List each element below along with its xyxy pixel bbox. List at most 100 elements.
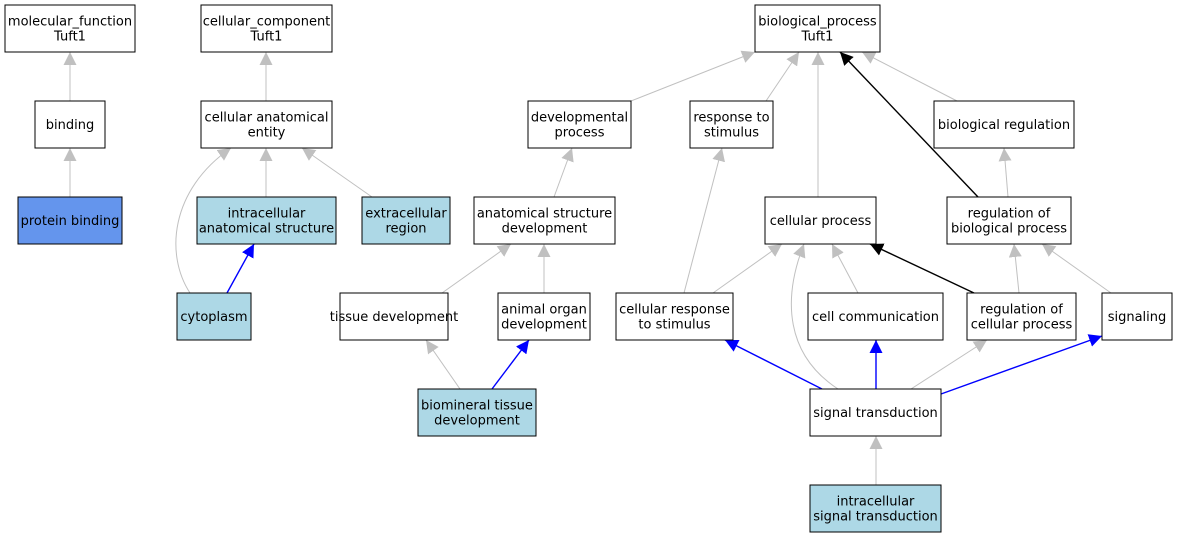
node-cellular-anatomical-entity-label-line: cellular anatomical [205,111,329,126]
edge-biomin-to-organ [491,339,530,390]
node-cellular-anatomical-entity-box [200,100,333,149]
nodes-layer: molecular_functionTuft1cellular_componen… [4,4,1173,533]
edge-cyto-to-ias [226,243,255,294]
node-binding[interactable]: binding [34,100,106,149]
edge-tissue-to-asd [441,243,512,294]
node-intracellular-anatomical-structure-label-line: anatomical structure [199,222,334,237]
node-cellular-response-to-stimulus-box [615,292,734,341]
node-signaling[interactable]: signaling [1101,292,1173,341]
node-developmental-process-label-line: process [555,126,605,141]
node-intracellular-anatomical-structure-box [196,196,337,245]
node-tissue-development-box [339,292,449,341]
node-regulation-of-cellular-process-label-line: regulation of [980,303,1063,318]
edge-resp-to-bp [765,51,800,102]
node-cytoplasm[interactable]: cytoplasm [176,292,252,341]
node-developmental-process-box [527,100,632,149]
node-molecular-function-box [4,4,136,53]
edge-biomin-to-tissue [425,339,461,390]
node-cell-communication[interactable]: cell communication [807,292,944,341]
edge-regcell-to-cellproc [869,243,975,294]
edge-cellresp-to-resp [683,147,725,294]
node-intracellular-anatomical-structure-label-line: intracellular [228,207,306,222]
node-cellular-component-box [200,4,333,53]
node-regulation-of-biological-process-label-line: biological process [951,222,1067,237]
edge-cellcomm-to-cellproc [831,243,859,294]
node-binding-label-line: binding [46,118,94,133]
node-extracellular-region-label-line: extracellular [365,207,447,222]
edge-cellresp-to-cellproc [712,243,783,294]
node-cellular-anatomical-entity-label-line: entity [248,126,286,141]
node-biological-process-box [754,4,881,53]
node-cellular-response-to-stimulus-label-line: to stimulus [638,318,710,333]
node-intracellular-signal-transduction-box [809,484,942,533]
node-intracellular-signal-transduction-label-line: intracellular [837,495,915,510]
node-biological-process-label-line: biological_process [758,15,877,30]
edge-devproc-to-bp [630,50,756,102]
node-protein-binding-label-line: protein binding [21,214,120,229]
node-signal-transduction-label-line: signal transduction [813,406,938,421]
node-anatomical-structure-development-box [473,196,616,245]
node-binding-box [34,100,106,149]
node-cell-communication-label-line: cell communication [812,310,939,325]
node-signaling-box [1101,292,1173,341]
node-biological-regulation[interactable]: biological regulation [933,100,1075,149]
edge-regbio-to-bioreg [998,147,1012,198]
edge-extra-to-cae [301,147,373,198]
node-response-to-stimulus-label-line: response to [693,111,769,126]
node-protein-binding-box [17,196,123,245]
node-intracellular-signal-transduction-label-line: signal transduction [813,510,938,525]
node-regulation-of-cellular-process-label-line: cellular process [971,318,1073,333]
node-extracellular-region-box [361,196,451,245]
node-biological-regulation-label-line: biological regulation [938,118,1070,133]
node-biomineral-tissue-development-box [417,388,537,437]
node-cellular-process[interactable]: cellular process [764,196,877,245]
node-cellular-process-box [764,196,877,245]
node-regulation-of-biological-process-label-line: regulation of [968,207,1051,222]
node-cellular-process-label-line: cellular process [770,214,872,229]
node-extracellular-region-label-line: region [385,222,426,237]
node-developmental-process-label-line: developmental [531,111,628,126]
node-animal-organ-development-label-line: animal organ [501,303,587,318]
node-cytoplasm-box [176,292,252,341]
edge-bioreg-to-bp [861,51,958,102]
node-biological-process-label-line: Tuft1 [801,30,834,45]
node-biological-regulation-box [933,100,1075,149]
node-response-to-stimulus-label-line: stimulus [704,126,759,141]
edge-cyto-to-cae [175,147,232,294]
edge-regcell-to-regbio [1008,243,1022,294]
node-cellular-response-to-stimulus-label-line: cellular response [619,303,730,318]
edge-regbio-to-bp [839,51,979,198]
edge-sigtrans-to-cellresp [724,339,823,390]
node-tissue-development[interactable]: tissue development [330,292,458,341]
edge-sigtrans-to-signaling [940,334,1103,395]
node-anatomical-structure-development-label-line: anatomical structure [477,207,612,222]
node-regulation-of-biological-process-box [946,196,1072,245]
node-cell-communication-box [807,292,944,341]
node-animal-organ-development-label-line: development [501,318,587,333]
node-signal-transduction[interactable]: signal transduction [809,388,942,437]
node-cellular-component-label-line: cellular_component [203,15,331,30]
node-biomineral-tissue-development-label-line: development [434,414,520,429]
node-anatomical-structure-development-label-line: development [502,222,588,237]
node-molecular-function-label-line: molecular_function [8,15,132,30]
node-signaling-label-line: signaling [1108,310,1167,325]
node-protein-binding[interactable]: protein binding [17,196,123,245]
node-biomineral-tissue-development-label-line: biomineral tissue [421,399,533,414]
node-signal-transduction-box [809,388,942,437]
